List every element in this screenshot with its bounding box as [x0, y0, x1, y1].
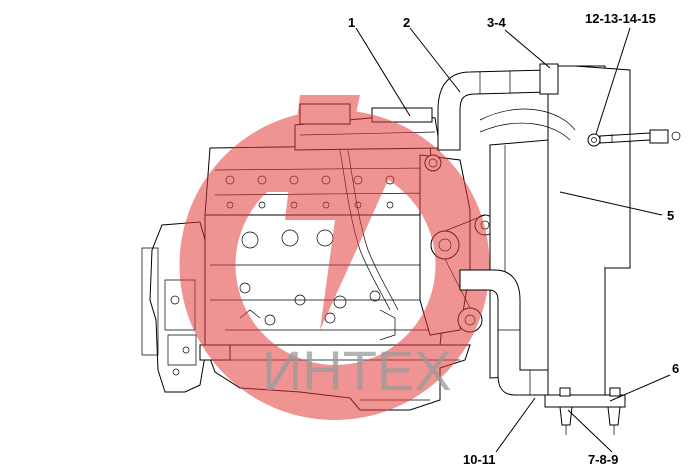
callout-5: 5	[667, 208, 674, 223]
callout-3-4: 3-4	[487, 15, 507, 30]
callout-7-8-9: 7-8-9	[588, 452, 618, 467]
callout-6: 6	[672, 361, 679, 376]
lower-hose	[459, 269, 549, 396]
callout-2: 2	[403, 15, 410, 30]
upper-hose	[437, 69, 549, 151]
radiator	[479, 63, 631, 396]
radiator-mount	[544, 387, 626, 435]
callout-10-11: 10-11	[463, 452, 496, 467]
leader-lines	[355, 27, 671, 453]
stay-rod	[587, 129, 681, 147]
watermark-bolt	[285, 95, 395, 330]
watermark-logo	[179, 95, 490, 420]
watermark-bar	[230, 170, 300, 192]
callout-1: 1	[348, 15, 355, 30]
watermark-text: ИНТЕХ	[262, 339, 452, 402]
callout-12-13-14-15: 12-13-14-15	[585, 11, 656, 26]
